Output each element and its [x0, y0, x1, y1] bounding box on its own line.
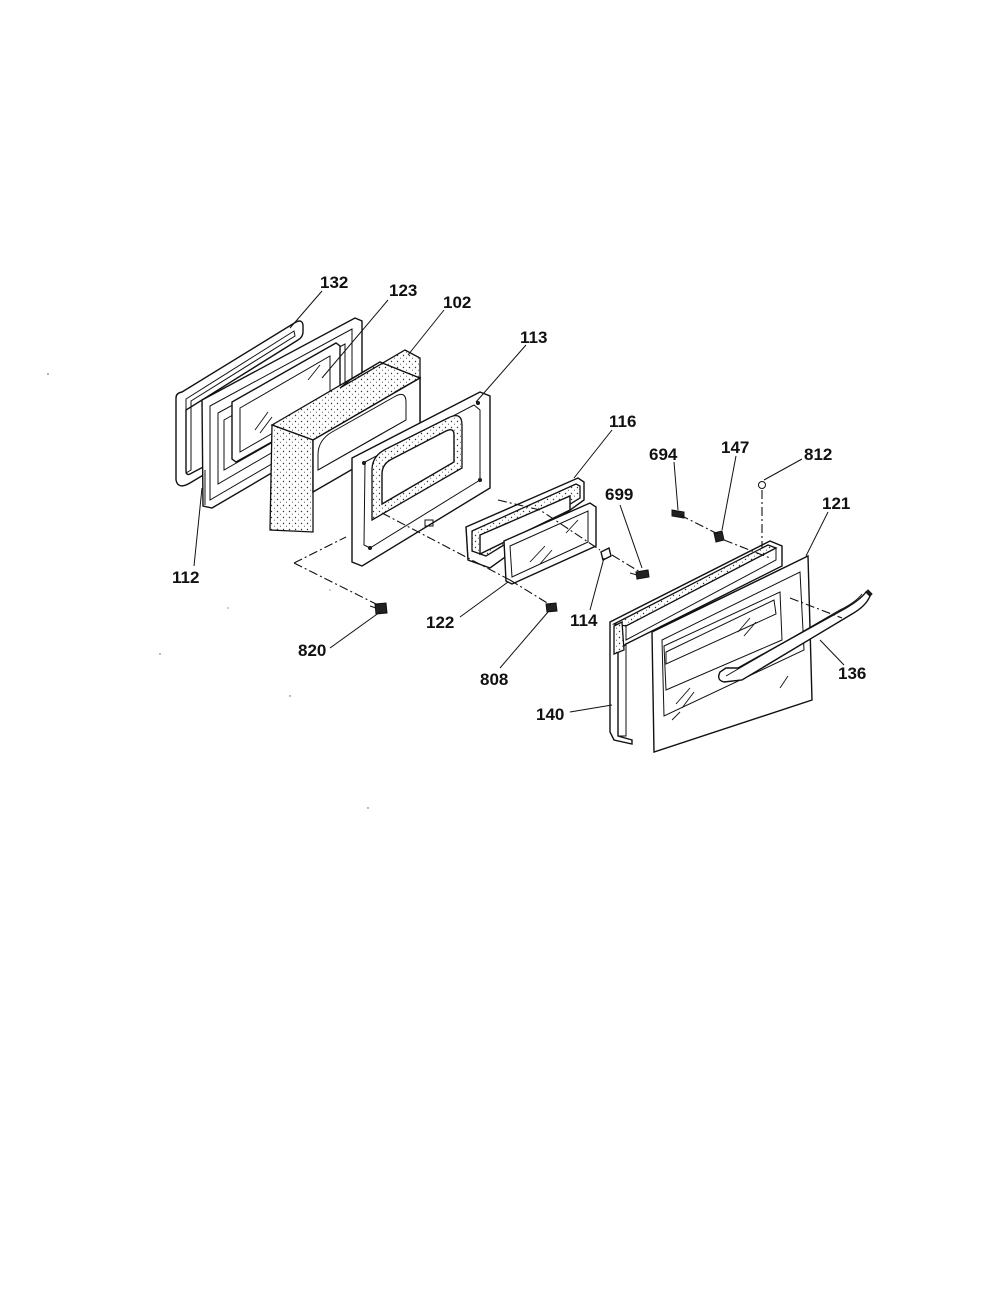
callout-114: 114: [570, 611, 598, 630]
callout-699: 699: [605, 485, 633, 504]
part-812-screw: [758, 481, 766, 489]
scan-specks: [47, 373, 369, 809]
callout-136: 136: [838, 664, 866, 683]
callout-113: 113: [520, 328, 547, 347]
callout-labels: 132 123 102 113 116 694 147 812 699 121 …: [172, 273, 866, 724]
callout-808: 808: [480, 670, 508, 689]
callout-820: 820: [298, 641, 326, 660]
part-121-outer-glass-panel: [651, 554, 813, 753]
part-116-glass-retainer: [465, 477, 585, 569]
leader-lines: [193, 290, 845, 713]
callout-140: 140: [536, 705, 564, 724]
part-122-glass-pane: [503, 502, 597, 585]
part-699-screw: [629, 569, 650, 580]
part-136-door-handle: [717, 589, 873, 683]
part-132-door-gasket: [175, 320, 304, 487]
callout-694: 694: [649, 445, 678, 464]
part-123-inner-window-frame: [231, 342, 341, 463]
callout-132: 132: [320, 273, 348, 292]
callout-812: 812: [804, 445, 832, 464]
part-694-screw: [671, 509, 685, 519]
part-113-window-panel: [351, 391, 491, 567]
callout-102: 102: [443, 293, 471, 312]
part-114-clip: [600, 546, 612, 562]
assembly-lines: [293, 490, 843, 619]
callout-123: 123: [389, 281, 417, 300]
callout-116: 116: [609, 412, 636, 431]
callout-121: 121: [822, 494, 850, 513]
callout-147: 147: [721, 438, 749, 457]
part-820-screw: [369, 602, 388, 615]
callout-122: 122: [426, 613, 454, 632]
callout-112: 112: [172, 568, 199, 587]
part-808-screw: [545, 602, 558, 613]
